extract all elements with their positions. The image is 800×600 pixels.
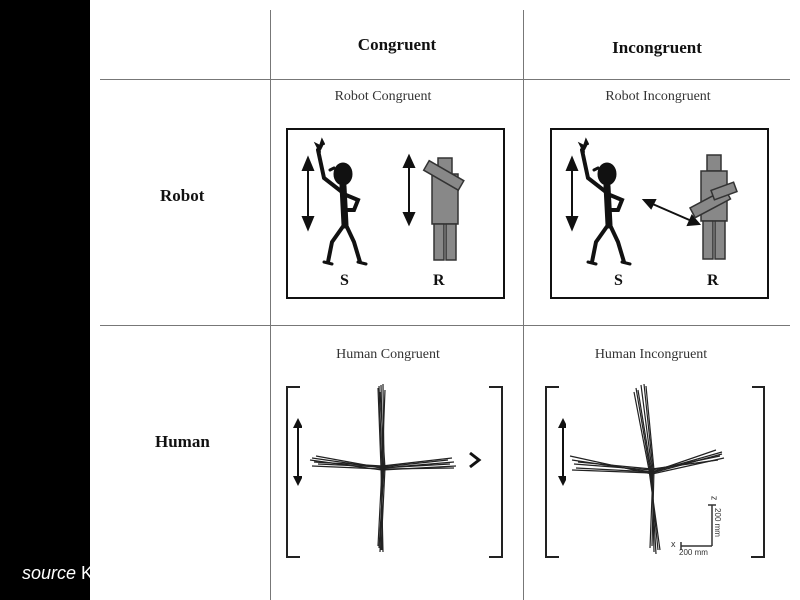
robot-label: R	[433, 272, 445, 289]
subject-label: S	[340, 272, 349, 289]
vertical-arrow-icon	[293, 418, 303, 486]
stick-figure-icon	[577, 137, 632, 266]
subject-label: S	[614, 272, 623, 289]
stick-figure-icon	[313, 137, 368, 266]
bracket-right	[751, 386, 765, 558]
bracket-right	[489, 386, 503, 558]
trajectory-plot-congruent	[302, 380, 468, 556]
cell-title-robot-incongruent: Robot Incongruent	[605, 89, 711, 104]
robot-incongruent-box	[550, 128, 769, 299]
robot-congruent-illustration	[301, 137, 465, 266]
row-header-human: Human	[155, 432, 210, 451]
robot-icon	[422, 157, 465, 261]
source-citation: Kilner et al (2003)	[81, 563, 224, 583]
source-caption: source Kilner et al (2003)	[22, 563, 223, 584]
grid-line-horizontal-1	[100, 79, 790, 80]
vertical-arrow-icon	[402, 153, 416, 227]
scale-bar-icon	[680, 504, 716, 550]
trajectory-plot-incongruent	[566, 380, 752, 556]
grid-line-vertical-2	[523, 10, 524, 600]
source-prefix: source	[22, 563, 77, 583]
robot-icon	[688, 154, 738, 260]
column-header-incongruent: Incongruent	[612, 38, 702, 57]
grid-line-horizontal-2	[100, 325, 790, 326]
vertical-arrow-icon	[565, 155, 579, 232]
cell-title-human-congruent: Human Congruent	[336, 347, 440, 362]
chevron-right-icon	[469, 451, 482, 469]
column-header-congruent: Congruent	[357, 35, 437, 54]
vertical-arrow-icon	[558, 418, 568, 486]
bracket-left	[286, 386, 300, 558]
scale-x-label: x	[671, 539, 676, 549]
grid-line-vertical-1	[270, 10, 271, 600]
bracket-left	[545, 386, 559, 558]
scale-z-label: z	[708, 495, 719, 501]
row-header-robot: Robot	[160, 186, 205, 205]
robot-incongruent-illustration	[565, 137, 738, 266]
robot-label: R	[707, 272, 719, 289]
scale-z-value: 200 mm	[712, 508, 722, 537]
cell-title-robot-congruent: Robot Congruent	[334, 89, 432, 104]
robot-congruent-box	[286, 128, 505, 299]
cell-title-human-incongruent: Human Incongruent	[594, 347, 708, 362]
vertical-arrow-icon	[301, 155, 315, 232]
scale-x-value: 200 mm	[679, 548, 708, 557]
diagonal-arrow-icon	[641, 199, 702, 227]
